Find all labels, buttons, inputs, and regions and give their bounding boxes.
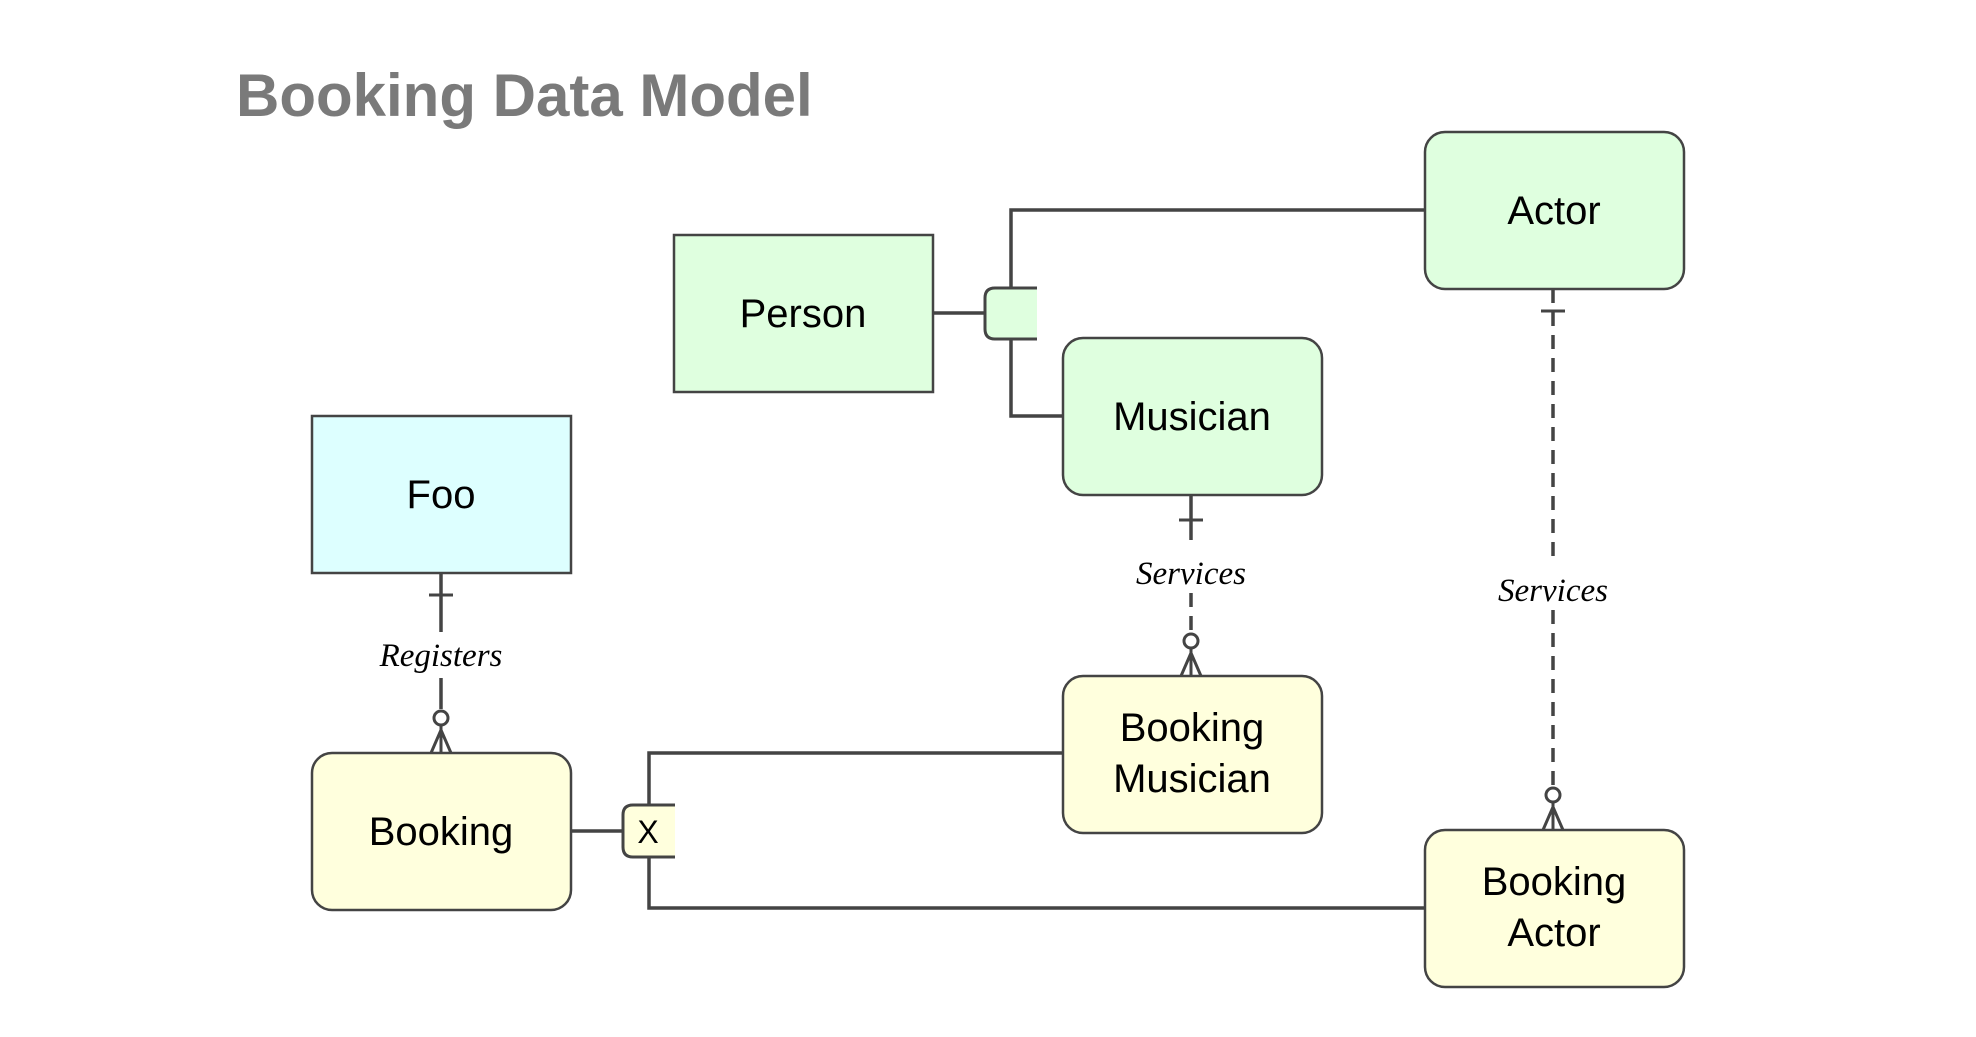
entity-person[interactable]: Person [672,233,935,394]
page-title: Booking Data Model [236,62,813,129]
entity-booking-musician-label-line1: Booking [1120,706,1265,750]
zero-cardinality-circle [432,709,450,727]
relationship-musician-services: Services [1136,495,1246,677]
selector-to-actor-line [1009,208,1425,288]
entity-booking-musician[interactable]: Booking Musician [1061,674,1324,835]
selector-to-booking-musician-line [647,751,1063,805]
zero-cardinality-circle [1182,632,1200,650]
booking-subtype-marker: X [637,814,658,850]
entity-musician-box [1061,336,1324,497]
relationship-label-registers: Registers [379,638,503,674]
entity-person-box [672,233,935,394]
person-subtype-connectors [933,208,1425,418]
relationship-actor-services: Services [1498,289,1608,831]
entity-booking-musician-box [1061,674,1324,835]
entity-foo-label: Foo [407,473,476,517]
relationship-registers: Registers [379,573,503,754]
many-cardinality-crowsfoot [1179,648,1203,677]
entity-booking-actor-label-line2: Actor [1507,911,1600,955]
booking-subtype-selector [621,803,675,859]
entity-actor[interactable]: Actor [1423,130,1686,291]
entity-booking-box [310,751,573,912]
entity-person-label: Person [740,292,867,336]
entity-foo-box [310,414,573,575]
relationship-label-musician-services: Services [1136,556,1246,592]
entity-musician-label: Musician [1113,395,1271,439]
entity-booking-label: Booking [369,810,514,854]
selector-to-booking-actor-line [647,857,1425,910]
entity-booking[interactable]: Booking [310,751,573,912]
entity-foo[interactable]: Foo [310,414,573,575]
entity-musician[interactable]: Musician [1061,336,1324,497]
entity-booking-musician-label-line2: Musician [1113,757,1271,801]
entity-actor-label: Actor [1507,189,1600,233]
entity-booking-actor[interactable]: Booking Actor [1423,828,1686,989]
many-cardinality-crowsfoot [429,725,453,754]
entity-actor-box [1423,130,1686,291]
many-cardinality-crowsfoot [1541,802,1565,831]
entity-booking-actor-box [1423,828,1686,989]
zero-cardinality-circle [1544,786,1562,804]
relationship-label-actor-services: Services [1498,573,1608,609]
person-subtype-selector [983,286,1037,341]
selector-to-musician-line [1009,339,1063,418]
booking-subtype-connectors [571,751,1425,910]
entity-booking-actor-label-line1: Booking [1482,860,1627,904]
